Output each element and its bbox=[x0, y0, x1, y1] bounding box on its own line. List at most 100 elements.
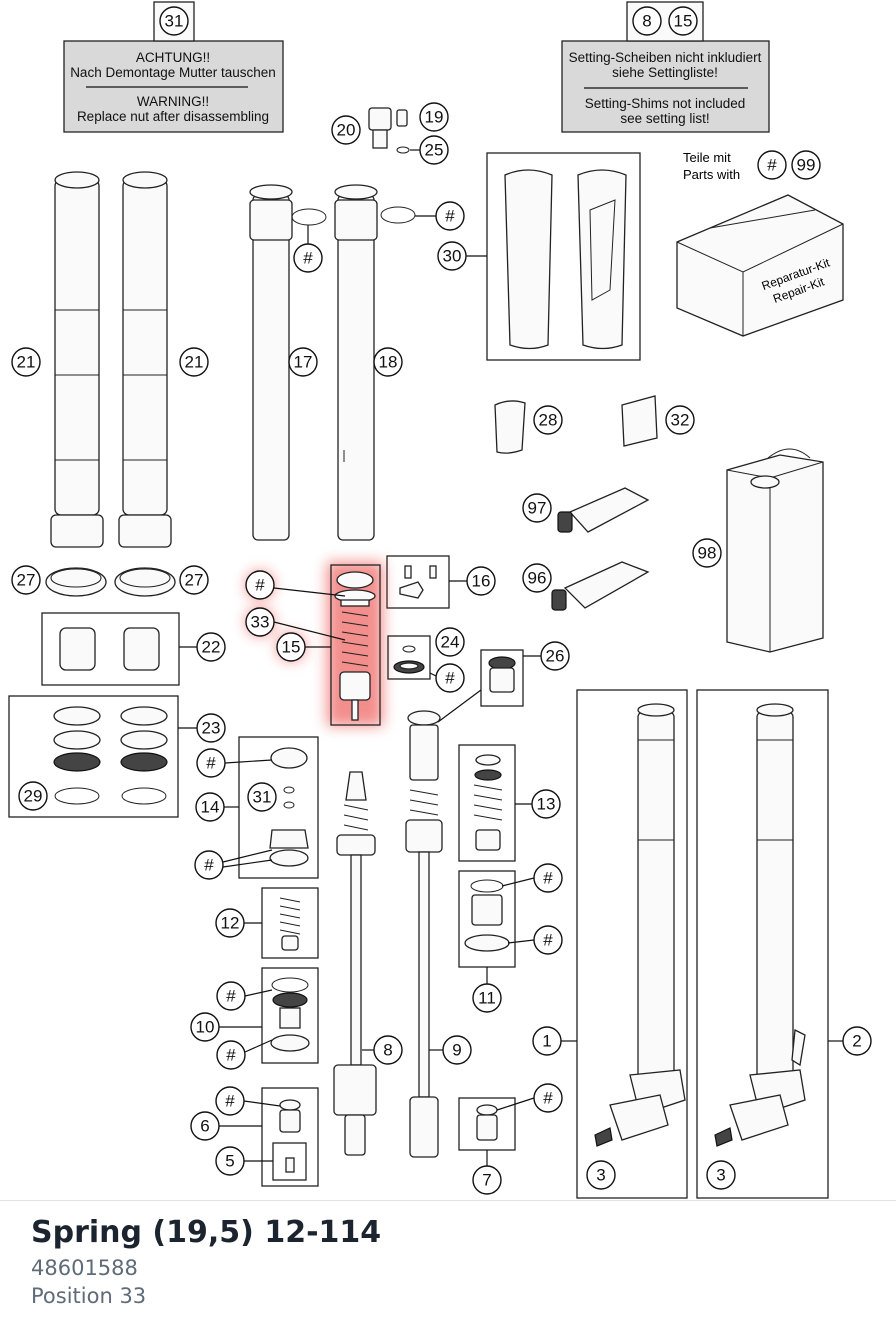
callout-17[interactable]: 17 bbox=[288, 347, 318, 377]
callout-22[interactable]: 22 bbox=[196, 632, 226, 662]
callout-3-left[interactable]: 3 bbox=[586, 1160, 616, 1190]
callout-33-spring[interactable]: 33 bbox=[245, 607, 275, 637]
svg-text:10: 10 bbox=[196, 1018, 215, 1037]
cartridge-8 bbox=[333, 771, 377, 1156]
callout-hash-10-bottom[interactable]: # bbox=[216, 1040, 246, 1070]
svg-text:3: 3 bbox=[596, 1166, 605, 1185]
callout-18[interactable]: 18 bbox=[373, 347, 403, 377]
adjuster-screw-20 bbox=[368, 107, 392, 149]
fork-leg-frame-1 bbox=[576, 689, 688, 1199]
callout-32[interactable]: 32 bbox=[665, 405, 695, 435]
callout-14[interactable]: 14 bbox=[195, 792, 225, 822]
svg-text:16: 16 bbox=[472, 572, 491, 591]
setting-de-line1: Setting-Scheiben nicht inkludiert bbox=[569, 50, 762, 65]
grease-tube-96 bbox=[551, 561, 650, 611]
screw-19 bbox=[396, 109, 408, 127]
callout-24[interactable]: 24 bbox=[435, 627, 465, 657]
valve-frame-6 bbox=[261, 1087, 319, 1187]
callout-3-right[interactable]: 3 bbox=[706, 1160, 736, 1190]
svg-text:15: 15 bbox=[282, 638, 301, 657]
callout-hash-kit[interactable]: # bbox=[757, 150, 787, 180]
callout-hash-spring[interactable]: # bbox=[245, 570, 275, 600]
callout-26[interactable]: 26 bbox=[540, 641, 570, 671]
svg-text:1: 1 bbox=[542, 1032, 551, 1051]
callout-2[interactable]: 2 bbox=[842, 1026, 872, 1056]
callout-10[interactable]: 10 bbox=[190, 1012, 220, 1042]
callout-12[interactable]: 12 bbox=[215, 908, 245, 938]
callout-hash-oring-18[interactable]: # bbox=[435, 201, 465, 231]
callout-6[interactable]: 6 bbox=[190, 1111, 220, 1141]
kit-label-en: Parts with bbox=[683, 167, 740, 182]
part-info-footer: Spring (19,5) 12-114 48601588 Position 3… bbox=[0, 1200, 896, 1336]
callout-27-left[interactable]: 27 bbox=[11, 565, 41, 595]
callout-16[interactable]: 16 bbox=[466, 566, 496, 596]
svg-text:#: # bbox=[767, 156, 777, 175]
callout-8[interactable]: 8 bbox=[373, 1035, 403, 1065]
svg-text:23: 23 bbox=[202, 719, 221, 738]
bushings-frame-22 bbox=[41, 612, 180, 686]
callout-21-left[interactable]: 21 bbox=[11, 347, 41, 377]
callout-97[interactable]: 97 bbox=[522, 493, 552, 523]
svg-text:7: 7 bbox=[482, 1171, 491, 1190]
svg-text:5: 5 bbox=[225, 1152, 234, 1171]
outer-tube-right bbox=[118, 171, 172, 548]
callout-hash-11-top[interactable]: # bbox=[533, 863, 563, 893]
callout-31-note[interactable]: 31 bbox=[159, 6, 189, 36]
warning-de-text: Nach Demontage Mutter tauschen bbox=[70, 65, 276, 80]
callout-30[interactable]: 30 bbox=[437, 241, 467, 271]
callout-28[interactable]: 28 bbox=[533, 405, 563, 435]
part-name: Spring (19,5) 12-114 bbox=[31, 1215, 382, 1250]
callout-9[interactable]: 9 bbox=[442, 1035, 472, 1065]
svg-text:#: # bbox=[543, 931, 553, 950]
callout-31-valve[interactable]: 31 bbox=[247, 782, 277, 812]
callout-hash-14-top[interactable]: # bbox=[196, 748, 226, 778]
svg-text:3: 3 bbox=[716, 1166, 725, 1185]
spring-frame-13 bbox=[458, 744, 516, 862]
callout-96[interactable]: 96 bbox=[522, 563, 552, 593]
repair-kit-box: Reparatur-Kit Repair-Kit bbox=[676, 194, 844, 337]
callout-hash-washer[interactable]: # bbox=[435, 663, 465, 693]
callout-13[interactable]: 13 bbox=[531, 789, 561, 819]
svg-text:33: 33 bbox=[251, 613, 270, 632]
callout-5[interactable]: 5 bbox=[215, 1146, 245, 1176]
svg-text:98: 98 bbox=[698, 544, 717, 563]
svg-text:13: 13 bbox=[537, 795, 556, 814]
callout-20[interactable]: 20 bbox=[331, 115, 361, 145]
svg-text:#: # bbox=[206, 754, 216, 773]
svg-text:99: 99 bbox=[797, 156, 816, 175]
callout-8-note[interactable]: 8 bbox=[632, 6, 662, 36]
svg-text:21: 21 bbox=[185, 353, 204, 372]
callout-7[interactable]: 7 bbox=[472, 1165, 502, 1195]
svg-text:31: 31 bbox=[253, 788, 272, 807]
svg-text:17: 17 bbox=[294, 353, 313, 372]
svg-text:#: # bbox=[303, 249, 313, 268]
svg-text:25: 25 bbox=[425, 141, 444, 160]
callout-15-spring[interactable]: 15 bbox=[276, 632, 306, 662]
callout-27-right[interactable]: 27 bbox=[179, 565, 209, 595]
callout-hash-10-top[interactable]: # bbox=[216, 981, 246, 1011]
clamp-frame-16 bbox=[386, 555, 450, 609]
callout-hash-7[interactable]: # bbox=[533, 1083, 563, 1113]
cartridge-9 bbox=[405, 710, 443, 1158]
inner-tube-18 bbox=[334, 184, 378, 541]
o-ring-18 bbox=[380, 206, 416, 224]
callout-23[interactable]: 23 bbox=[196, 713, 226, 743]
callout-hash-6[interactable]: # bbox=[215, 1086, 245, 1116]
callout-15-note[interactable]: 15 bbox=[668, 6, 698, 36]
svg-text:#: # bbox=[543, 1089, 553, 1108]
callout-hash-11-bottom[interactable]: # bbox=[533, 925, 563, 955]
callout-98[interactable]: 98 bbox=[692, 538, 722, 568]
callout-29[interactable]: 29 bbox=[18, 781, 48, 811]
callout-hash-oring-17[interactable]: # bbox=[293, 243, 323, 273]
callout-1[interactable]: 1 bbox=[532, 1026, 562, 1056]
callout-hash-14-bottom[interactable]: # bbox=[194, 850, 224, 880]
callout-25[interactable]: 25 bbox=[419, 135, 449, 165]
svg-text:6: 6 bbox=[200, 1117, 209, 1136]
outer-tube-left bbox=[50, 171, 104, 548]
svg-text:22: 22 bbox=[202, 638, 221, 657]
callout-21-right[interactable]: 21 bbox=[179, 347, 209, 377]
callout-99[interactable]: 99 bbox=[791, 150, 821, 180]
exploded-parts-diagram: ACHTUNG!! Nach Demontage Mutter tauschen… bbox=[8, 1, 872, 1199]
callout-19[interactable]: 19 bbox=[419, 102, 449, 132]
callout-11[interactable]: 11 bbox=[472, 983, 502, 1013]
